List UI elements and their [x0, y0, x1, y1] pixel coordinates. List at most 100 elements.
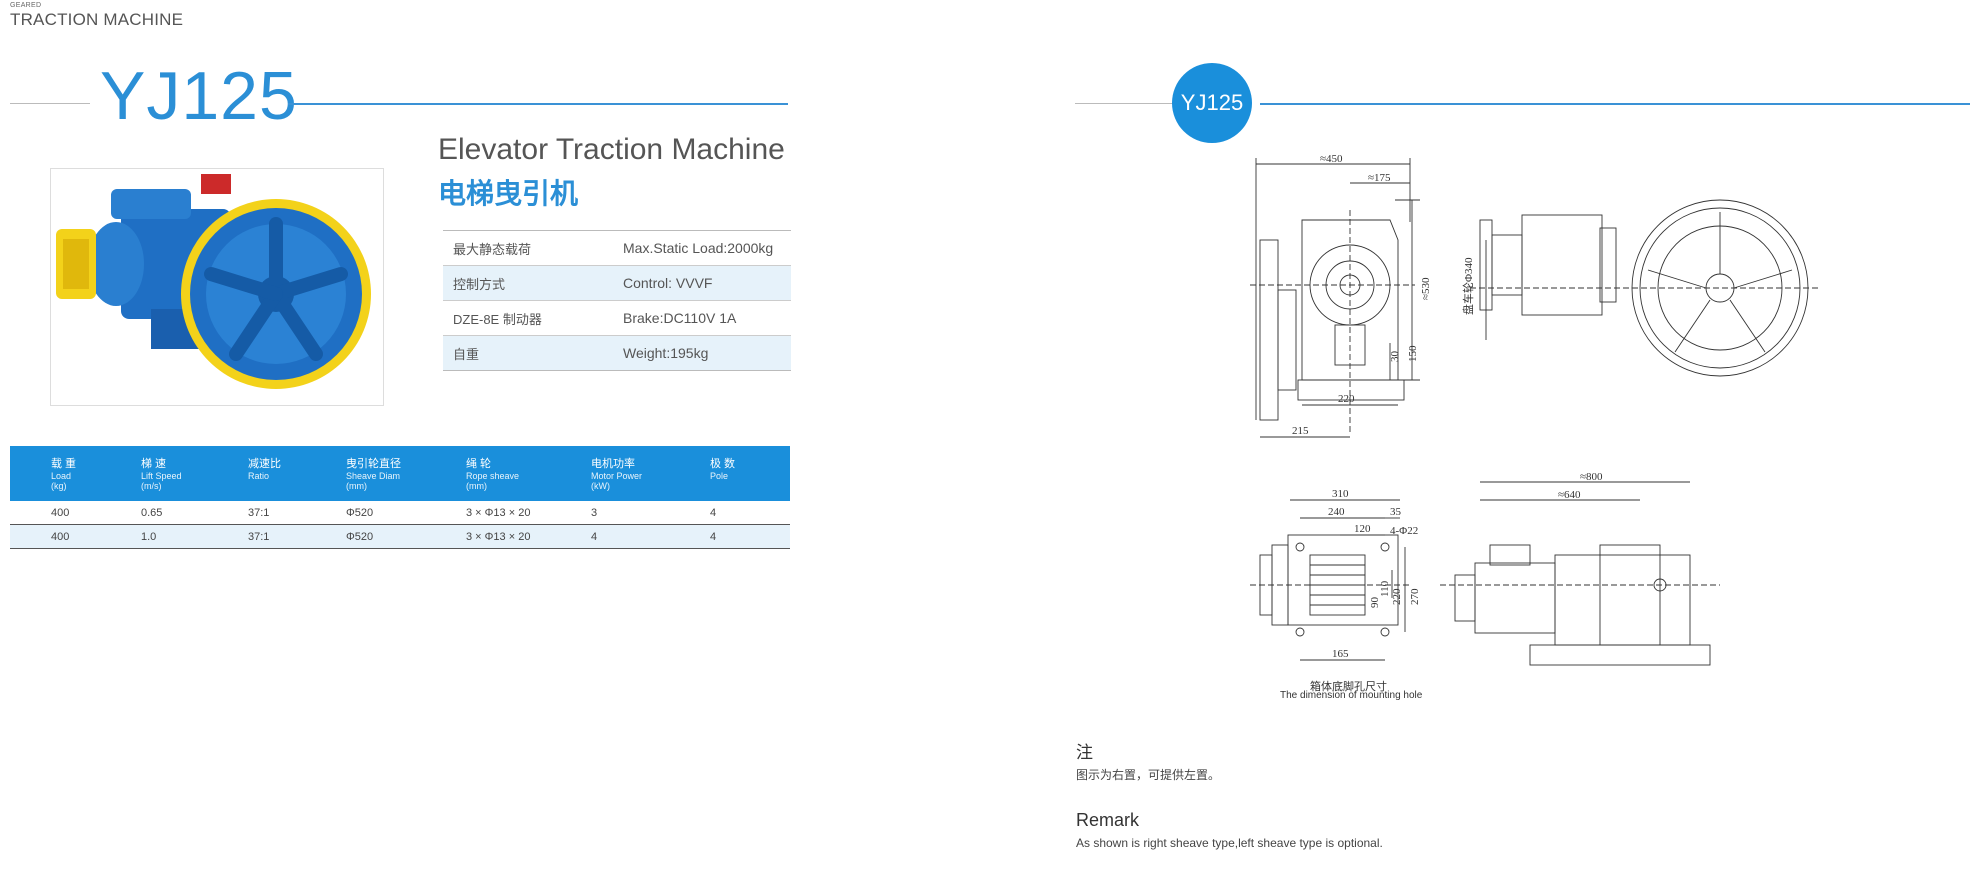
header-cn: 减速比	[248, 458, 281, 470]
dim-640: ≈640	[1558, 489, 1581, 501]
header-cn: 极 数	[710, 458, 736, 470]
spec-row: 最大静态载荷 Max.Static Load:2000kg	[443, 231, 791, 266]
table-header-cell: 绳 轮 Rope sheave (mm)	[466, 446, 591, 501]
header-en: Pole	[710, 471, 729, 481]
header-en: Ratio	[248, 471, 270, 481]
spec-row: DZE-8E 制动器 Brake:DC110V 1A	[443, 301, 791, 336]
dim-310: 310	[1332, 488, 1349, 500]
header-en: Sheave Diam	[346, 471, 401, 481]
header-en: Rope sheave	[466, 471, 520, 481]
table-cell: 1.0	[141, 530, 157, 543]
spec-key: 最大静态载荷	[453, 241, 532, 257]
header-en: Motor Power	[591, 471, 643, 481]
table-header-cell: 电机功率 Motor Power (kW)	[591, 446, 710, 501]
table-cell: 3 × Φ13 × 20	[466, 506, 531, 519]
spec-row: 控制方式 Control: VVVF	[443, 266, 791, 301]
table-cell: 4	[710, 506, 717, 519]
table-cell: 3	[591, 506, 598, 519]
side-view-drawing	[1250, 158, 1420, 438]
subtitle-cn: 电梯曳引机	[438, 178, 579, 209]
dim-120: 120	[1354, 523, 1371, 535]
header-cn: 载 重	[51, 458, 77, 470]
note-body: 图示为右置，可提供左置。	[1076, 768, 1221, 782]
dim-240: 240	[1328, 506, 1345, 518]
technical-drawing: ≈450 ≈175 ≈530 30 150 220 215 盘车轮Φ340	[1240, 150, 1860, 695]
table-cell: 400	[51, 506, 70, 519]
dim-800: ≈800	[1580, 471, 1603, 483]
dim-35: 35	[1390, 506, 1402, 518]
dim-175: ≈175	[1368, 172, 1391, 184]
header-title: TRACTION MACHINE	[10, 10, 184, 29]
top-view-drawing	[1440, 481, 1720, 666]
table-cell: 400	[51, 530, 70, 543]
table-header-cell: 梯 速 Lift Speed (m/s)	[141, 446, 248, 501]
header-unit: (mm)	[346, 481, 367, 491]
table-cell: Φ520	[346, 506, 374, 519]
table-header-cell: 极 数 Pole	[710, 446, 735, 501]
header-unit: (mm)	[466, 481, 487, 491]
spec-key: 自重	[453, 346, 480, 362]
remark-title: Remark	[1076, 810, 1140, 830]
table-cell: 37:1	[248, 506, 270, 519]
dim-530: ≈530	[1420, 277, 1432, 300]
model-title: YJ125	[100, 58, 298, 134]
table-header-cell: 载 重 Load (kg)	[51, 446, 141, 501]
header-unit: (m/s)	[141, 481, 162, 491]
divider-line	[1075, 103, 1173, 104]
dim-30: 30	[1389, 351, 1401, 363]
dim-215: 215	[1292, 425, 1309, 437]
performance-table: 载 重 Load (kg) 梯 速 Lift Speed (m/s) 减速比 R…	[10, 446, 790, 549]
spec-table: 最大静态载荷 Max.Static Load:2000kg 控制方式 Contr…	[443, 230, 791, 371]
model-badge: YJ125	[1172, 63, 1252, 143]
dim-220b: 220	[1391, 588, 1403, 605]
mounting-caption-cn: 箱体底脚孔尺寸	[1310, 681, 1387, 693]
header-cn: 梯 速	[141, 458, 167, 470]
spec-value: Control: VVVF	[623, 275, 713, 291]
dim-90: 90	[1369, 597, 1381, 609]
table-cell: 0.65	[141, 506, 163, 519]
table-cell: 37:1	[248, 530, 270, 543]
spec-key: 控制方式	[453, 276, 506, 292]
dim-450: ≈450	[1320, 153, 1343, 165]
front-view-drawing	[1470, 199, 1820, 377]
table-cell: 4	[591, 530, 598, 543]
spec-value: Weight:195kg	[623, 345, 709, 361]
dim-110: 110	[1379, 580, 1391, 597]
table-header-cell: 曳引轮直径 Sheave Diam (mm)	[346, 446, 466, 501]
table-header: 载 重 Load (kg) 梯 速 Lift Speed (m/s) 减速比 R…	[10, 446, 790, 501]
spec-value: Brake:DC110V 1A	[623, 310, 737, 326]
spec-value: Max.Static Load:2000kg	[623, 240, 774, 256]
header-en: Lift Speed	[141, 471, 182, 481]
spec-key: DZE-8E 制动器	[453, 311, 542, 327]
header-spacer	[10, 446, 51, 501]
note-title: 注	[1076, 743, 1093, 762]
subtitle-en: Elevator Traction Machine	[438, 133, 785, 166]
header-small: GEARED	[10, 2, 42, 9]
header-cn: 绳 轮	[466, 458, 492, 470]
header-en: Load	[51, 471, 72, 481]
dim-340: 盘车轮Φ340	[1461, 257, 1475, 315]
table-header-cell: 减速比 Ratio	[248, 446, 346, 501]
divider-line	[288, 103, 788, 105]
mounting-caption-en: The dimension of mounting hole	[1280, 690, 1423, 701]
header-unit: (kW)	[591, 481, 610, 491]
dim-220: 220	[1338, 393, 1355, 405]
mounting-hole-drawing	[1250, 499, 1410, 661]
table-cell: 4	[710, 530, 717, 543]
header-cn: 电机功率	[591, 458, 635, 470]
divider-line	[1260, 103, 1970, 105]
dim-270: 270	[1409, 588, 1421, 605]
machine-photo	[50, 168, 384, 406]
header-cn: 曳引轮直径	[346, 458, 401, 470]
spec-row: 自重 Weight:195kg	[443, 336, 791, 370]
table-row: 400 0.65 37:1 Φ520 3 × Φ13 × 20 3 4	[10, 501, 790, 525]
dim-150: 150	[1407, 345, 1419, 362]
header-unit: (kg)	[51, 481, 67, 491]
divider-line	[10, 103, 90, 104]
dim-165: 165	[1332, 648, 1349, 660]
table-row: 400 1.0 37:1 Φ520 3 × Φ13 × 20 4 4	[10, 525, 790, 549]
remark-body: As shown is right sheave type,left sheav…	[1076, 836, 1383, 850]
table-cell: Φ520	[346, 530, 374, 543]
table-cell: 3 × Φ13 × 20	[466, 530, 531, 543]
dim-4phi22: 4-Φ22	[1390, 525, 1418, 537]
